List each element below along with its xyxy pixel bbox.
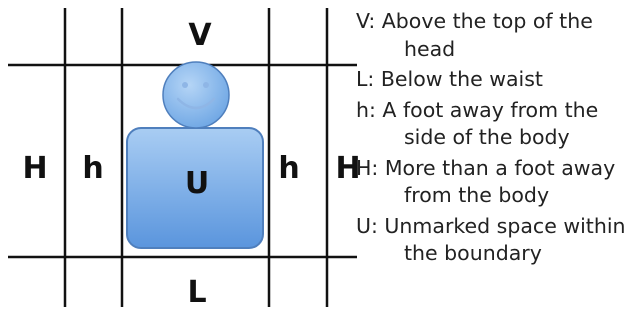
zone-label-near-left: h	[82, 151, 103, 186]
zone-label-top: V	[188, 18, 212, 53]
legend-item-text: L: Below the waist	[356, 66, 643, 94]
zone-label-far-left: H	[22, 151, 47, 186]
legend: V: Above the top of the head L: Below th…	[356, 8, 643, 271]
legend-item: V: Above the top of the head	[356, 8, 643, 63]
smiley-head-icon	[163, 62, 229, 128]
legend-item-text: H: More than a foot away from the body	[356, 155, 643, 210]
zone-label-near-right: h	[278, 151, 299, 186]
legend-item-text: h: A foot away from the side of the body	[356, 97, 643, 152]
legend-item: U: Unmarked space within the boundary	[356, 213, 643, 268]
legend-item: L: Below the waist	[356, 66, 643, 94]
legend-item: h: A foot away from the side of the body	[356, 97, 643, 152]
legend-item-text: V: Above the top of the head	[356, 8, 643, 63]
legend-item-text: U: Unmarked space within the boundary	[356, 213, 643, 268]
signing-space-diagram: V L H h U h H	[0, 0, 360, 331]
left-eye-icon	[182, 82, 188, 88]
right-eye-icon	[203, 82, 209, 88]
zone-label-center: U	[185, 166, 209, 201]
zone-label-bottom: L	[187, 275, 206, 310]
legend-item: H: More than a foot away from the body	[356, 155, 643, 210]
